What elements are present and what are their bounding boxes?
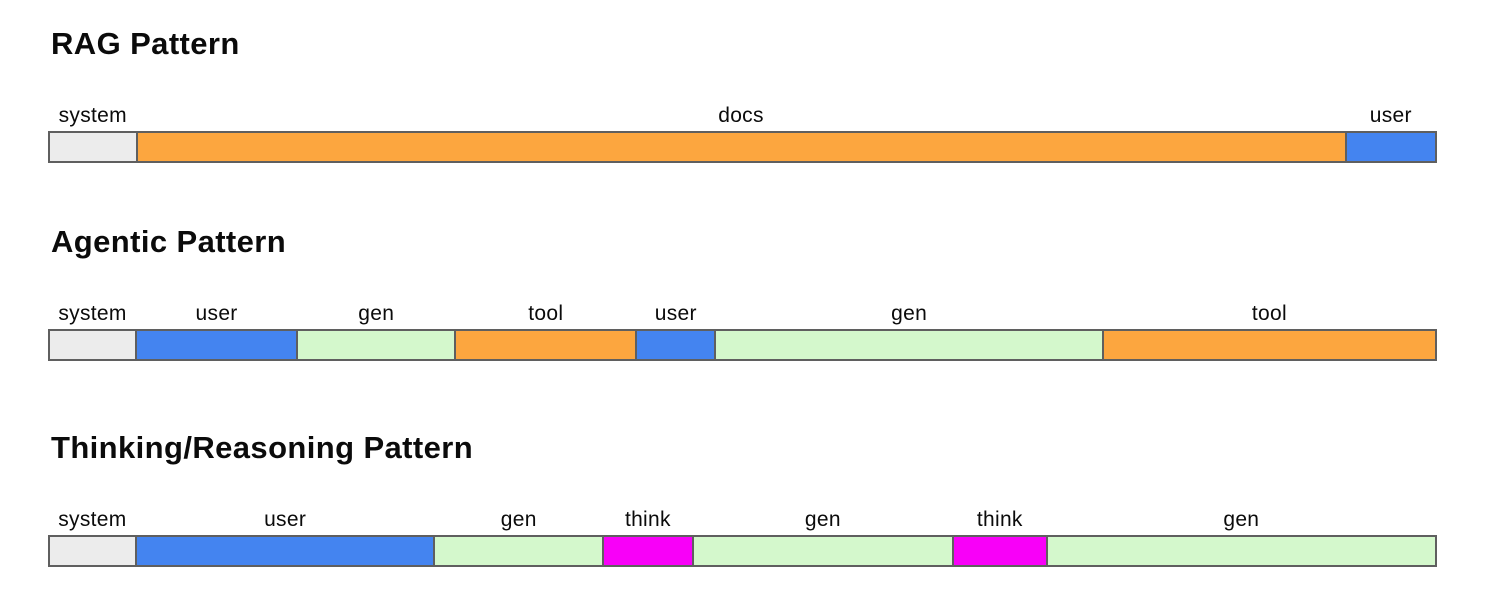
segment-user: user: [135, 302, 299, 361]
segment-label: gen: [804, 508, 841, 531]
pattern-title: RAG Pattern: [51, 26, 240, 61]
segment-tool: tool: [1101, 302, 1437, 361]
segment-docs: docs: [135, 104, 1347, 163]
segment-system: system: [48, 508, 137, 567]
pattern-section-rag: RAG Pattern system docs user: [48, 27, 1437, 163]
segment-label: system: [58, 104, 127, 127]
segment-label: user: [264, 508, 307, 531]
segment-label: user: [195, 302, 238, 325]
segment-gen: gen: [1045, 508, 1437, 567]
segment-gen: gen: [691, 508, 954, 567]
segment-label: user: [654, 302, 697, 325]
segment-think: think: [602, 508, 694, 567]
segment-label: gen: [891, 302, 928, 325]
segment-label: tool: [1251, 302, 1287, 325]
segment-tool: tool: [454, 302, 638, 361]
segment-label: user: [1369, 104, 1412, 127]
segment-label: gen: [358, 302, 395, 325]
segment-user: user: [1344, 104, 1437, 163]
pattern-section-thinking: Thinking/Reasoning Pattern system user gen t…: [48, 431, 1437, 567]
pattern-title: Thinking/Reasoning Pattern: [51, 430, 474, 465]
segment-label: docs: [718, 104, 764, 127]
segment-system: system: [48, 104, 138, 163]
pattern-bar: system user gen tool user gen tool: [48, 302, 1437, 361]
segment-user: user: [635, 302, 717, 361]
segment-label: think: [624, 508, 671, 531]
segment-label: tool: [528, 302, 564, 325]
pattern-bar: system docs user: [48, 104, 1437, 163]
segment-system: system: [48, 302, 138, 361]
segment-label: system: [58, 302, 127, 325]
segment-user: user: [134, 508, 436, 567]
segment-think: think: [951, 508, 1048, 567]
segment-label: gen: [1223, 508, 1260, 531]
segment-gen: gen: [433, 508, 605, 567]
segment-label: gen: [500, 508, 537, 531]
segment-gen: gen: [714, 302, 1104, 361]
segment-gen: gen: [296, 302, 457, 361]
pattern-title: Agentic Pattern: [51, 224, 287, 259]
segment-label: think: [976, 508, 1023, 531]
pattern-bar: system user gen think gen think gen: [48, 508, 1437, 567]
pattern-section-agentic: Agentic Pattern system user gen tool user gen t…: [48, 225, 1437, 361]
segment-label: system: [58, 508, 127, 531]
